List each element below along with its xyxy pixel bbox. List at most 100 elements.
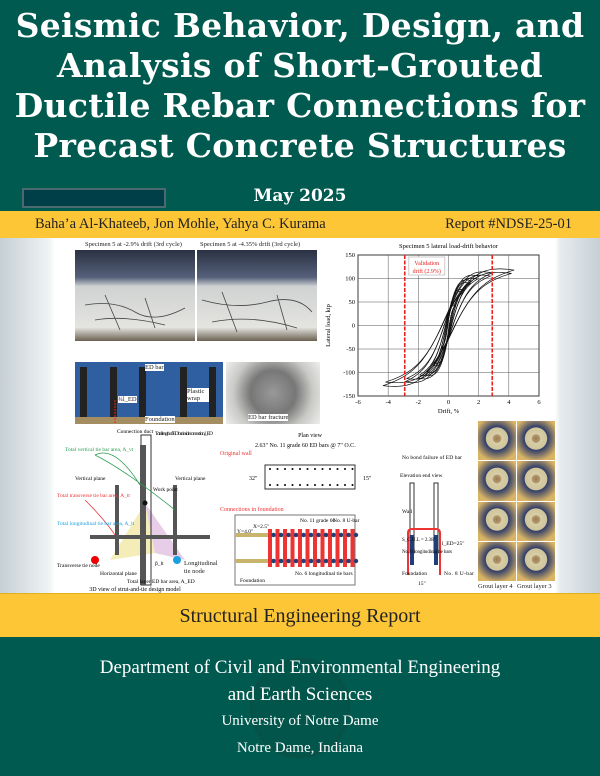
grout-photo — [517, 421, 555, 461]
ed-bar-dot — [293, 532, 299, 538]
ed-bar-dot — [338, 558, 344, 564]
diagram-label: Total longitudinal tie bar area, A_lt — [57, 521, 135, 527]
ed-bar-dot — [284, 468, 286, 470]
ed-bar-dot — [346, 532, 351, 538]
title-line: Seismic Behavior, Design, and — [15, 6, 585, 45]
u-bar-label: No. 8 U-bar — [444, 571, 474, 577]
ed-bar-dot — [321, 484, 324, 486]
ed-bar-dot — [321, 468, 324, 470]
u-bar — [313, 529, 317, 567]
footer: Department of Civil and Environmental En… — [0, 637, 600, 776]
u-bar — [328, 529, 332, 567]
ed-bar-label: ED bar — [145, 364, 164, 371]
specimen-photo-4.35 — [197, 250, 317, 341]
department: and Earth Sciences — [227, 684, 373, 705]
ed-bar-dot — [299, 484, 301, 486]
u-bar — [305, 529, 310, 567]
redacted-box — [22, 188, 166, 208]
ed-bar-dot — [346, 558, 351, 564]
diagram-label: Vertical plane — [75, 476, 106, 482]
diagram-label: Total vertical tie bar area, A_vt — [65, 447, 134, 453]
u-bar — [298, 529, 302, 567]
title-line: Precast Concrete Structures — [33, 126, 567, 165]
dim-label: X=2.5" — [253, 524, 269, 530]
ed-bar-dot — [269, 484, 271, 486]
ed-bar-dot — [331, 532, 336, 538]
bar-label: No. 8 U-bar — [333, 518, 360, 524]
fracture-photo: ED bar fracture — [226, 362, 320, 424]
foundation-label: Foundation — [240, 578, 265, 584]
ed-bar-dot — [308, 532, 314, 538]
y-tick-label: -50 — [346, 346, 355, 353]
diagram-label: Total transverse tie bar area, A_tt — [57, 493, 130, 499]
ed-bar-dot — [271, 558, 276, 564]
title-line: Analysis of Short-Grouted — [56, 46, 544, 85]
grout-photo — [517, 461, 555, 501]
cover-figure: Specimen 5 at -2.9% drift (3rd cycle) Sp… — [0, 238, 600, 593]
bar-label: No. 11 grade 60 — [300, 518, 335, 524]
diagram-label: Transverse tie node — [57, 563, 100, 569]
specimen-photo-2.9 — [75, 250, 195, 341]
ed-bar-dot — [351, 484, 354, 486]
fracture-label: ED bar fracture — [248, 414, 289, 421]
u-bar — [290, 529, 295, 567]
authors: Baha’a Al-Khateeb, Jon Mohle, Yahya C. K… — [35, 216, 326, 232]
diagram-label: β_lt — [155, 561, 164, 567]
u-bar — [283, 529, 287, 567]
ed-bar-dot — [271, 532, 276, 538]
diagram-label: Work point — [153, 487, 178, 493]
ed-bar-dot — [308, 558, 314, 564]
ed-bar-dot — [306, 484, 309, 486]
longitudinal-tie-node-label: Longitudinal tie node — [184, 560, 220, 575]
grout-layer-3-label: Grout layer 3 — [517, 583, 552, 590]
no6-label: No. 6 longitudinal tie bars — [402, 550, 452, 555]
connections-label: Connections in foundation — [220, 506, 284, 513]
ed-bar-dot — [284, 484, 286, 486]
foundation-label: Foundation — [402, 571, 427, 577]
ed-bar-dot — [299, 468, 301, 470]
y-tick-label: -100 — [343, 370, 355, 377]
title-line: Ductile Rebar Connections for — [14, 86, 586, 125]
u-bar — [320, 529, 325, 567]
y-tick-label: 0 — [352, 323, 355, 330]
author-band: Baha’a Al-Khateeb, Jon Mohle, Yahya C. K… — [0, 211, 600, 238]
led-label: ¾l_ED — [118, 396, 137, 403]
y-tick-label: 150 — [345, 252, 355, 259]
diagram-label: Vertical plane — [175, 476, 206, 482]
ed-bar-dot — [331, 558, 336, 564]
grout-photo — [517, 501, 555, 541]
strut-tie-diagram: 3D view of strut-and-tie design model Co… — [57, 429, 213, 593]
x-tick-label: 6 — [537, 399, 541, 406]
plastic-wrap-label: Plastic wrap — [187, 388, 209, 402]
report-date: May 2025 — [253, 186, 347, 206]
chart-title: Specimen 5 lateral load-drift behavior — [399, 243, 499, 250]
ed-bar-dot — [301, 558, 306, 564]
x-tick-label: 2 — [477, 399, 480, 406]
university-seal-watermark — [250, 658, 350, 758]
y-tick-label: 50 — [349, 299, 356, 306]
ed-bar-dot — [329, 484, 331, 486]
elevation-diagram: No bond failure of ED bar Elevation end … — [400, 454, 474, 587]
dim-label: 15" — [363, 476, 372, 482]
x-tick-label: 0 — [447, 399, 450, 406]
no-bond-label: No bond failure of ED bar — [402, 454, 462, 461]
annotation-text: drift (2.9%) — [413, 268, 441, 275]
ed-bar-dot — [291, 468, 294, 470]
ed-bar-dot — [344, 468, 346, 470]
y-axis-label: Lateral load, kip — [325, 304, 332, 347]
ed-bar-dot — [338, 532, 344, 538]
x-tick-label: 4 — [507, 399, 511, 406]
grout-photo — [478, 501, 516, 541]
x-tick-label: -2 — [416, 399, 421, 406]
hysteresis-loop — [406, 274, 492, 380]
u-bar — [335, 529, 340, 567]
ed-bar-dot — [316, 558, 321, 564]
ed-bar-dot — [323, 532, 329, 538]
grout-photo — [478, 541, 516, 581]
plan-bars-label: 2.63" No. 11 grade 60 ED bars @ 7" O.C. — [255, 443, 356, 449]
ed-bar-dot — [306, 468, 309, 470]
ed-bar-dot — [314, 484, 316, 486]
strut-tie-caption: 3D view of strut-and-tie design model — [89, 586, 181, 593]
grout-layer-4-label: Grout layer 4 — [478, 583, 513, 590]
